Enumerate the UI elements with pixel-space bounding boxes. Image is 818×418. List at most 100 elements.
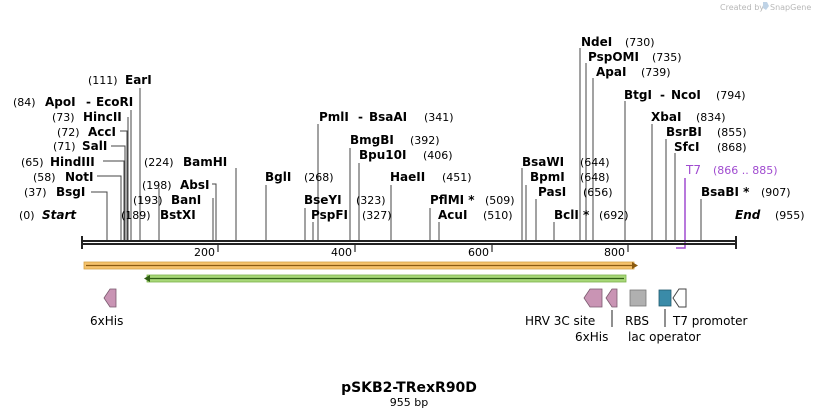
end-label: End — [735, 208, 761, 222]
site-label-absi[interactable]: AbsI — [180, 178, 209, 192]
site-label-acci[interactable]: AccI — [88, 125, 116, 139]
site-label-bpmi[interactable]: BpmI — [530, 170, 565, 184]
site-position-pflmi: (509) — [485, 194, 515, 207]
site-position-bstxi: (189) — [121, 209, 151, 222]
snapgene-logo-icon — [763, 2, 769, 10]
site-position-sfci: (868) — [717, 141, 747, 154]
start-position: (0) — [19, 209, 35, 222]
site-label-acui[interactable]: AcuI — [438, 208, 467, 222]
feature-rbs[interactable]: RBS — [625, 289, 649, 328]
tick-label-200: 200 — [194, 246, 215, 259]
site-label-hincii[interactable]: HincII — [83, 110, 122, 124]
feature-lac-operator-box — [658, 289, 672, 307]
site-separator-btgi: - — [660, 88, 665, 102]
site-label-bseyi[interactable]: BseYI — [304, 193, 342, 207]
site-position-acui: (510) — [483, 209, 513, 222]
features: 6xHis HRV 3C site 6xHis RBS lac operator… — [90, 288, 748, 344]
site-label-apai[interactable]: ApaI — [596, 65, 626, 79]
site-label-bgli[interactable]: BglI — [265, 170, 291, 184]
map-title-block: pSKB2-TRexR90D 955 bp — [341, 380, 477, 409]
credit-brand: SnapGene — [770, 3, 811, 12]
feature-6xhis-right-label: 6xHis — [575, 330, 608, 344]
site-label-bstxi[interactable]: BstXI — [160, 208, 196, 222]
site-label-btgi[interactable]: BtgI — [624, 88, 652, 102]
end-position: (955) — [775, 209, 805, 222]
orf-2[interactable] — [144, 274, 627, 283]
orfs — [83, 261, 638, 283]
site-position-pmli: (341) — [424, 111, 454, 124]
site-label-bamhi[interactable]: BamHI — [183, 155, 227, 169]
site-label-eari[interactable]: EarI — [125, 73, 152, 87]
site-label-apoi[interactable]: ApoI — [45, 95, 76, 109]
site-label-bpu10i[interactable]: Bpu10I — [359, 148, 406, 162]
site-position-bseyi: (323) — [356, 194, 386, 207]
site-label-noti[interactable]: NotI — [65, 170, 94, 184]
site-label-ndei[interactable]: NdeI — [581, 35, 612, 49]
feature-lac-operator[interactable]: lac operator — [628, 289, 701, 344]
site-label-bani[interactable]: BanI — [171, 193, 201, 207]
site-label-pspfi[interactable]: PspFI — [311, 208, 348, 222]
site-label-sali[interactable]: SalI — [82, 139, 107, 153]
primer-t7-arrow — [676, 178, 686, 249]
site-position-ndei: (730) — [625, 36, 655, 49]
site-label-pmli[interactable]: PmlI — [319, 110, 349, 124]
site-position-bmgbi: (392) — [410, 134, 440, 147]
site-position-bsabi: (907) — [761, 186, 791, 199]
site-position-btgi: (794) — [716, 89, 746, 102]
site-label-bsabi[interactable]: BsaBI * — [701, 185, 750, 199]
site-position-hindiii: (65) — [21, 156, 44, 169]
site-position-pasi: (656) — [583, 186, 613, 199]
site-label-ncoi[interactable]: NcoI — [671, 88, 701, 102]
feature-6xhis-right[interactable]: 6xHis — [575, 288, 618, 344]
orf-1-arrowhead-icon — [632, 262, 638, 269]
credit: Created by SnapGene — [720, 2, 811, 12]
feature-t7-promoter[interactable]: T7 promoter — [672, 288, 748, 328]
site-label-haeii[interactable]: HaeII — [390, 170, 425, 184]
site-position-bsawi: (644) — [580, 156, 610, 169]
ruler: 200 400 600 800 — [194, 245, 629, 259]
site-position-bpu10i: (406) — [423, 149, 453, 162]
site-separator-pmli: - — [358, 110, 363, 124]
site-label-pflmi[interactable]: PflMI * — [430, 193, 475, 207]
site-position-absi: (198) — [142, 179, 172, 192]
leader-noti — [97, 175, 122, 240]
leader-bsgi — [91, 191, 108, 240]
restriction-sites: (0) Start (37) BsgI (58) NotI (65) HindI… — [13, 35, 805, 222]
site-label-bsaai[interactable]: BsaAI — [369, 110, 407, 124]
site-label-bsawi[interactable]: BsaWI — [522, 155, 564, 169]
site-position-bgli: (268) — [304, 171, 334, 184]
feature-lac-operator-label: lac operator — [628, 330, 701, 344]
site-position-bpmi: (648) — [580, 171, 610, 184]
site-position-apai: (739) — [641, 66, 671, 79]
feature-6xhis-left-label: 6xHis — [90, 314, 123, 328]
map-title: pSKB2-TRexR90D — [341, 380, 477, 396]
site-label-hindiii[interactable]: HindIII — [50, 155, 95, 169]
tick-label-800: 800 — [604, 246, 625, 259]
leader-hindiii — [103, 160, 125, 240]
site-position-pspfi: (327) — [362, 209, 392, 222]
site-label-sfci[interactable]: SfcI — [674, 140, 699, 154]
site-label-bsrbi[interactable]: BsrBI — [666, 125, 702, 139]
primer-t7[interactable]: T7 (866 .. 885) — [676, 163, 778, 249]
site-position-sali: (71) — [53, 140, 76, 153]
orf-1[interactable] — [83, 261, 638, 270]
site-label-pasi[interactable]: PasI — [538, 185, 566, 199]
site-label-pspomi[interactable]: PspOMI — [588, 50, 639, 64]
site-label-bmgbi[interactable]: BmgBI — [350, 133, 394, 147]
site-position-eari: (111) — [88, 74, 118, 87]
feature-hrv-3c-site-arrow-icon — [583, 288, 603, 308]
leader-sali — [111, 145, 126, 240]
credit-text: Created by — [720, 3, 764, 12]
site-label-bsgi[interactable]: BsgI — [56, 185, 85, 199]
site-label-ecori[interactable]: EcoRI — [96, 95, 133, 109]
site-label-bcli[interactable]: BclI * — [554, 208, 590, 222]
site-position-bamhi: (224) — [144, 156, 174, 169]
feature-hrv-3c-site[interactable]: HRV 3C site — [525, 288, 603, 328]
dna-strand-top — [82, 240, 736, 242]
feature-6xhis-left[interactable]: 6xHis — [90, 288, 123, 328]
site-label-xbai[interactable]: XbaI — [651, 110, 681, 124]
site-leader-lines — [91, 48, 702, 240]
site-position-xbai: (834) — [696, 111, 726, 124]
site-position-bcli: (692) — [599, 209, 629, 222]
